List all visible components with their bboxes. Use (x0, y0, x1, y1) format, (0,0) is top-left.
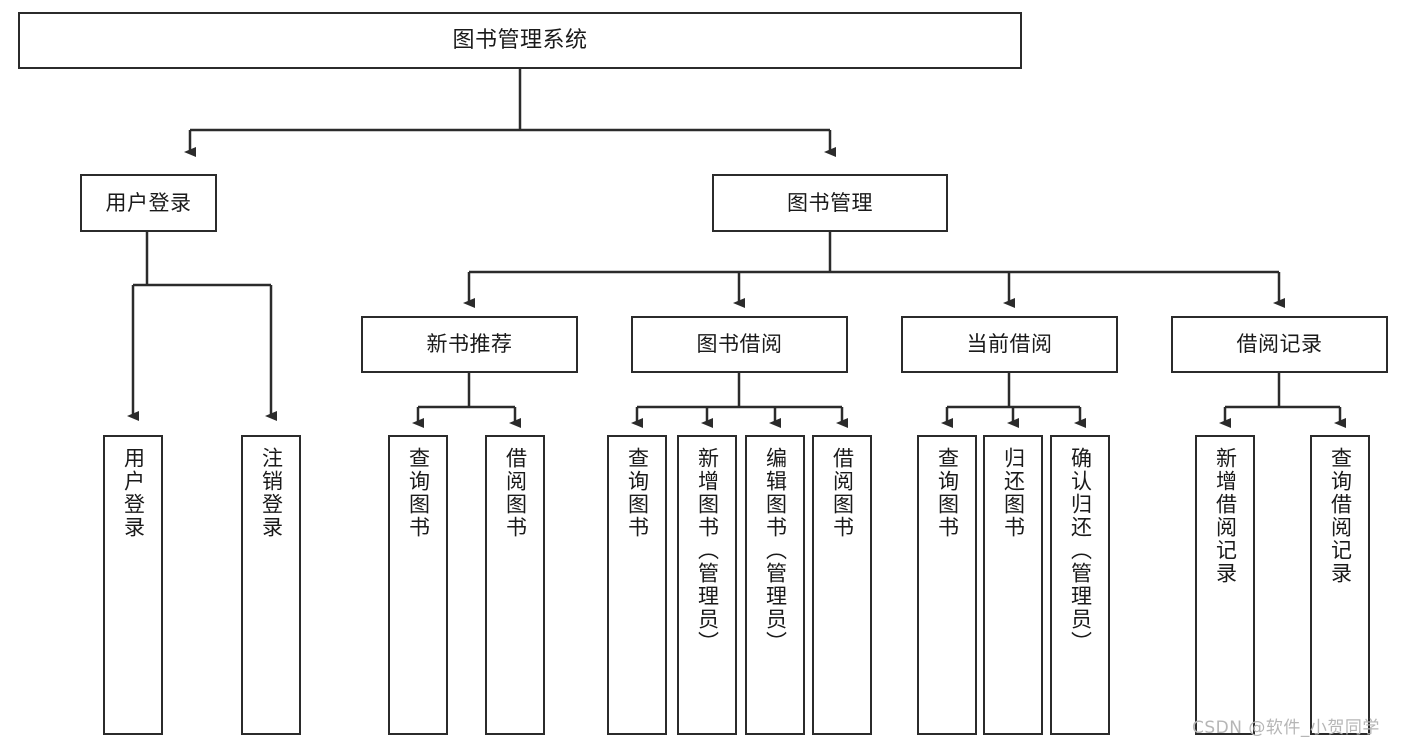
node-leaf-confirm-return[interactable]: 确认归还（管理员） (1050, 435, 1110, 735)
node-root-label: 图书管理系统 (452, 27, 588, 53)
node-root[interactable]: 图书管理系统 (18, 12, 1022, 69)
node-borrow-record-label: 借阅记录 (1236, 332, 1323, 357)
node-book-management-label: 图书管理 (787, 190, 873, 215)
node-leaf-query-record[interactable]: 查询借阅记录 (1310, 435, 1370, 735)
node-current-borrow[interactable]: 当前借阅 (901, 316, 1118, 373)
node-leaf-query-book-3[interactable]: 查询图书 (917, 435, 977, 735)
node-leaf-user-login[interactable]: 用户登录 (103, 435, 163, 735)
node-leaf-add-record-label: 新增借阅记录 (1213, 447, 1238, 585)
node-new-book-recommend-label: 新书推荐 (426, 332, 513, 357)
node-current-borrow-label: 当前借阅 (966, 332, 1053, 357)
node-leaf-return-book-label: 归还图书 (1001, 447, 1026, 539)
node-leaf-borrow-book-1[interactable]: 借阅图书 (485, 435, 545, 735)
node-book-borrow[interactable]: 图书借阅 (631, 316, 848, 373)
node-leaf-edit-book[interactable]: 编辑图书（管理员） (745, 435, 805, 735)
node-leaf-add-record[interactable]: 新增借阅记录 (1195, 435, 1255, 735)
node-leaf-logout-label: 注销登录 (259, 447, 284, 539)
node-user-login[interactable]: 用户登录 (80, 174, 217, 232)
watermark-text: CSDN @软件_小贺同学 (1192, 718, 1380, 738)
node-leaf-add-book[interactable]: 新增图书（管理员） (677, 435, 737, 735)
node-leaf-query-record-label: 查询借阅记录 (1328, 447, 1353, 585)
node-leaf-query-book-1-label: 查询图书 (406, 447, 431, 539)
node-leaf-borrow-book-1-label: 借阅图书 (503, 447, 528, 539)
node-new-book-recommend[interactable]: 新书推荐 (361, 316, 578, 373)
node-leaf-add-book-label: 新增图书（管理员） (695, 447, 720, 654)
node-leaf-logout[interactable]: 注销登录 (241, 435, 301, 735)
node-leaf-edit-book-label: 编辑图书（管理员） (763, 447, 788, 654)
node-leaf-borrow-book-2[interactable]: 借阅图书 (812, 435, 872, 735)
node-book-management[interactable]: 图书管理 (712, 174, 948, 232)
node-leaf-query-book-1[interactable]: 查询图书 (388, 435, 448, 735)
node-leaf-confirm-return-label: 确认归还（管理员） (1068, 447, 1093, 654)
node-leaf-query-book-2[interactable]: 查询图书 (607, 435, 667, 735)
node-borrow-record[interactable]: 借阅记录 (1171, 316, 1388, 373)
node-user-login-label: 用户登录 (105, 190, 192, 215)
node-leaf-query-book-3-label: 查询图书 (935, 447, 960, 539)
node-leaf-user-login-label: 用户登录 (121, 447, 146, 539)
node-leaf-borrow-book-2-label: 借阅图书 (830, 447, 855, 539)
node-leaf-return-book[interactable]: 归还图书 (983, 435, 1043, 735)
node-leaf-query-book-2-label: 查询图书 (625, 447, 650, 539)
node-book-borrow-label: 图书借阅 (696, 332, 783, 357)
